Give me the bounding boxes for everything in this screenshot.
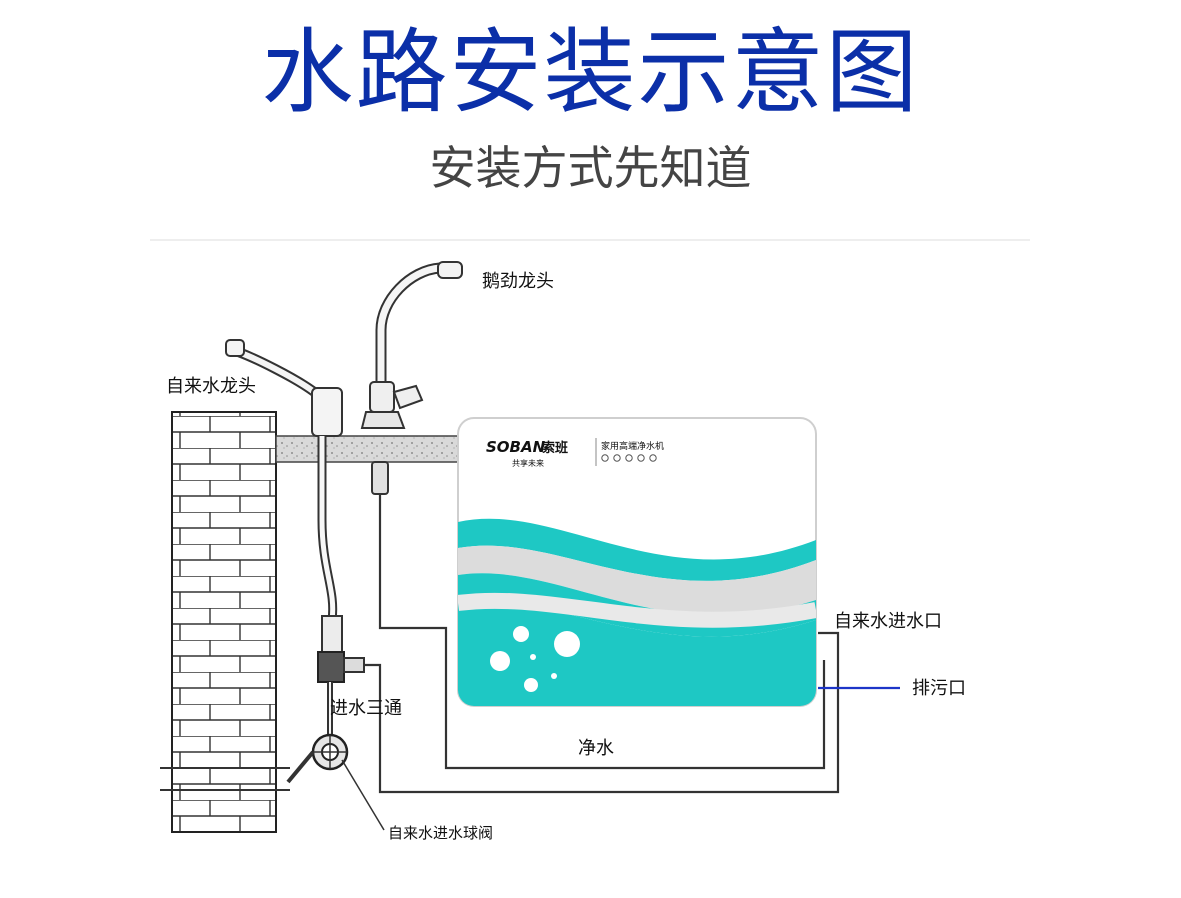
gooseneck-faucet: [360, 261, 463, 495]
pure-water-label: 净水: [578, 738, 614, 759]
purifier-brand-cn: 索班: [542, 440, 568, 456]
tap-inlet-label: 自来水进水口: [834, 611, 942, 632]
page-title: 水路安装示意图: [261, 19, 920, 126]
purifier-slogan: 共享未来: [512, 458, 544, 468]
ball-valve: [286, 733, 349, 784]
tap-faucet-label: 自来水龙头: [166, 376, 256, 397]
countertop: [275, 435, 467, 463]
inlet-tee-label: 进水三通: [330, 698, 402, 719]
purifier-product-name: 家用高端净水机: [601, 440, 664, 452]
ball-valve-label: 自来水进水球阀: [388, 824, 493, 842]
brick-wall: [160, 411, 290, 833]
purifier-feature-icons: [601, 454, 657, 462]
pure-water-line: [378, 494, 826, 770]
drain-label: 排污口: [912, 678, 966, 699]
tap-water-line: [364, 631, 840, 794]
page-subtitle: 安装方式先知道: [429, 141, 752, 195]
purifier-brand: SOBAN: [486, 438, 546, 456]
gooseneck-faucet-label: 鹅劲龙头: [482, 271, 554, 292]
supply-pipe: [317, 436, 343, 653]
ball-valve-leader: [341, 759, 385, 831]
water-purifier: SOBAN 索班 共享未来 家用高端净水机: [457, 417, 817, 707]
tap-faucet: [225, 339, 343, 437]
inlet-tee: [317, 651, 365, 735]
